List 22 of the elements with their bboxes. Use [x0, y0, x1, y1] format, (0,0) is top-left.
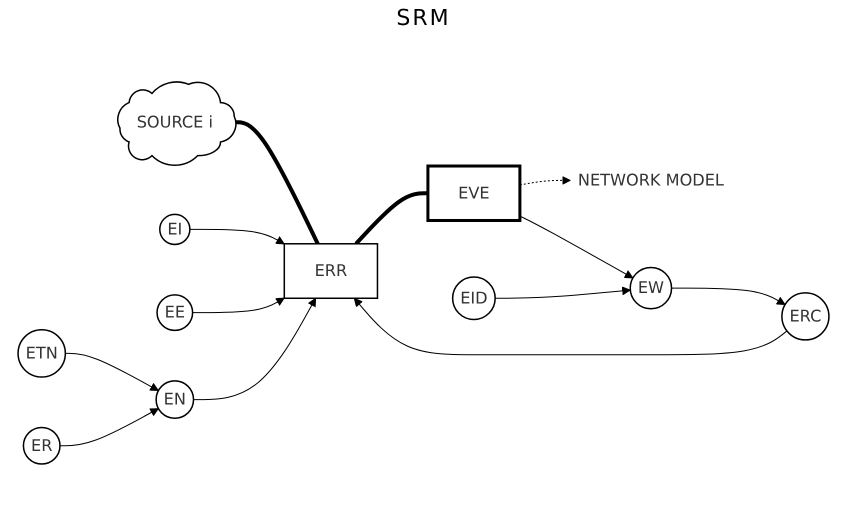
node-circle: EID: [452, 276, 496, 320]
node-circle: ER: [22, 426, 61, 465]
node-circle: EW: [629, 266, 672, 310]
diagram-title: SRM: [395, 6, 452, 31]
arrow: [672, 288, 786, 305]
arrow: [60, 408, 159, 446]
arrow: [194, 298, 316, 400]
node-box: ERR: [284, 243, 378, 300]
arrow: [520, 216, 634, 278]
node-circle: ETN: [17, 329, 66, 378]
node-circle: EE: [156, 294, 194, 332]
node-circle: EN: [155, 380, 194, 420]
arrow: [192, 298, 285, 314]
node-box: EVE: [426, 164, 522, 222]
node-circle: ERC: [781, 292, 830, 341]
connector: [354, 191, 428, 246]
node-circle: EI: [159, 214, 191, 246]
node-text: NETWORK MODEL: [578, 170, 724, 190]
arrow: [65, 352, 159, 391]
arrow: [354, 298, 788, 356]
arrow: [190, 228, 285, 244]
arrow: [495, 286, 631, 299]
